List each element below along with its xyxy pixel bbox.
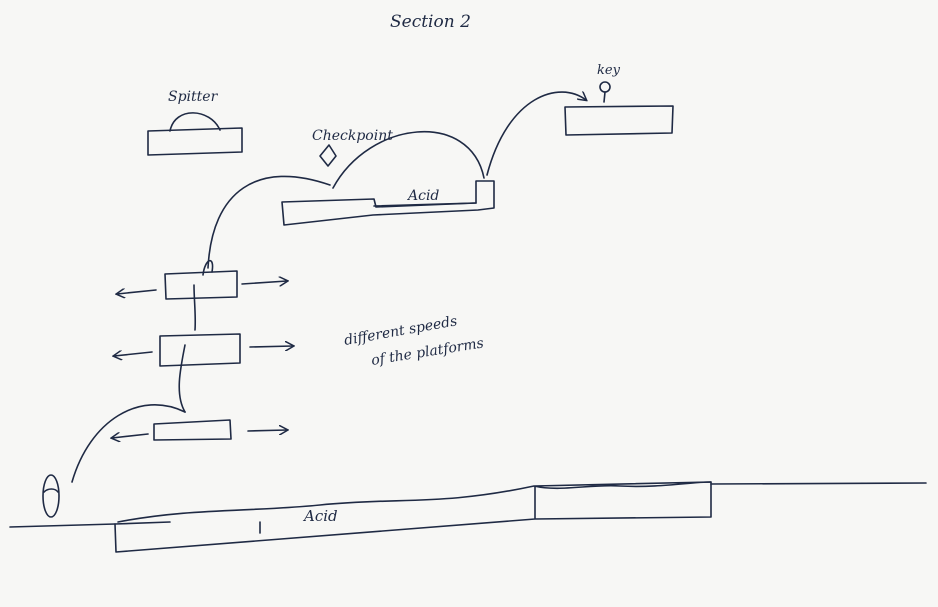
acid-surface-wave: [117, 481, 712, 523]
jump-arc-to-checkpoint: [207, 175, 331, 269]
jump-arc-over-acid: [332, 131, 485, 189]
moving-platform-top: [164, 270, 238, 300]
arrow-left-top: [117, 290, 157, 294]
jump-arc-to-key: [486, 92, 586, 176]
arrow-left-middle: [114, 352, 153, 356]
spitter-enemy: [169, 112, 221, 132]
upper-acid-platform: [281, 180, 495, 226]
upper-acid-pool-line: [373, 202, 477, 207]
moving-platform-middle: [159, 333, 241, 367]
acid-lower-label: Acid: [302, 507, 338, 525]
jump-hop-top-platform: [202, 259, 214, 276]
acid-pit-outline: [114, 481, 712, 553]
jump-path-lower-to-middle: [178, 344, 186, 413]
player-character: [42, 474, 60, 518]
arrow-left-bottom: [112, 434, 149, 438]
acid-pit-inner-left: [114, 521, 171, 525]
checkpoint-label: Checkpoint: [312, 128, 393, 144]
arrow-right-middle: [249, 346, 293, 347]
checkpoint-diamond-icon: [319, 144, 337, 167]
spitter-label: Spitter: [168, 89, 219, 105]
moving-platform-bottom: [153, 419, 232, 441]
arrow-right-top: [241, 281, 287, 284]
spitter-platform: [147, 127, 243, 156]
section-title: Section 2: [390, 12, 471, 32]
ground-right: [710, 482, 927, 485]
player-character-waist: [43, 488, 59, 493]
jump-arc-from-start: [71, 404, 186, 483]
ground-left: [9, 523, 116, 528]
key-label: key: [597, 63, 621, 78]
key-icon: [599, 81, 611, 103]
key-platform: [564, 105, 674, 136]
acid-upper-label: Acid: [406, 188, 439, 204]
jump-path-middle-to-top: [193, 284, 197, 331]
arrow-right-bottom: [247, 430, 287, 431]
